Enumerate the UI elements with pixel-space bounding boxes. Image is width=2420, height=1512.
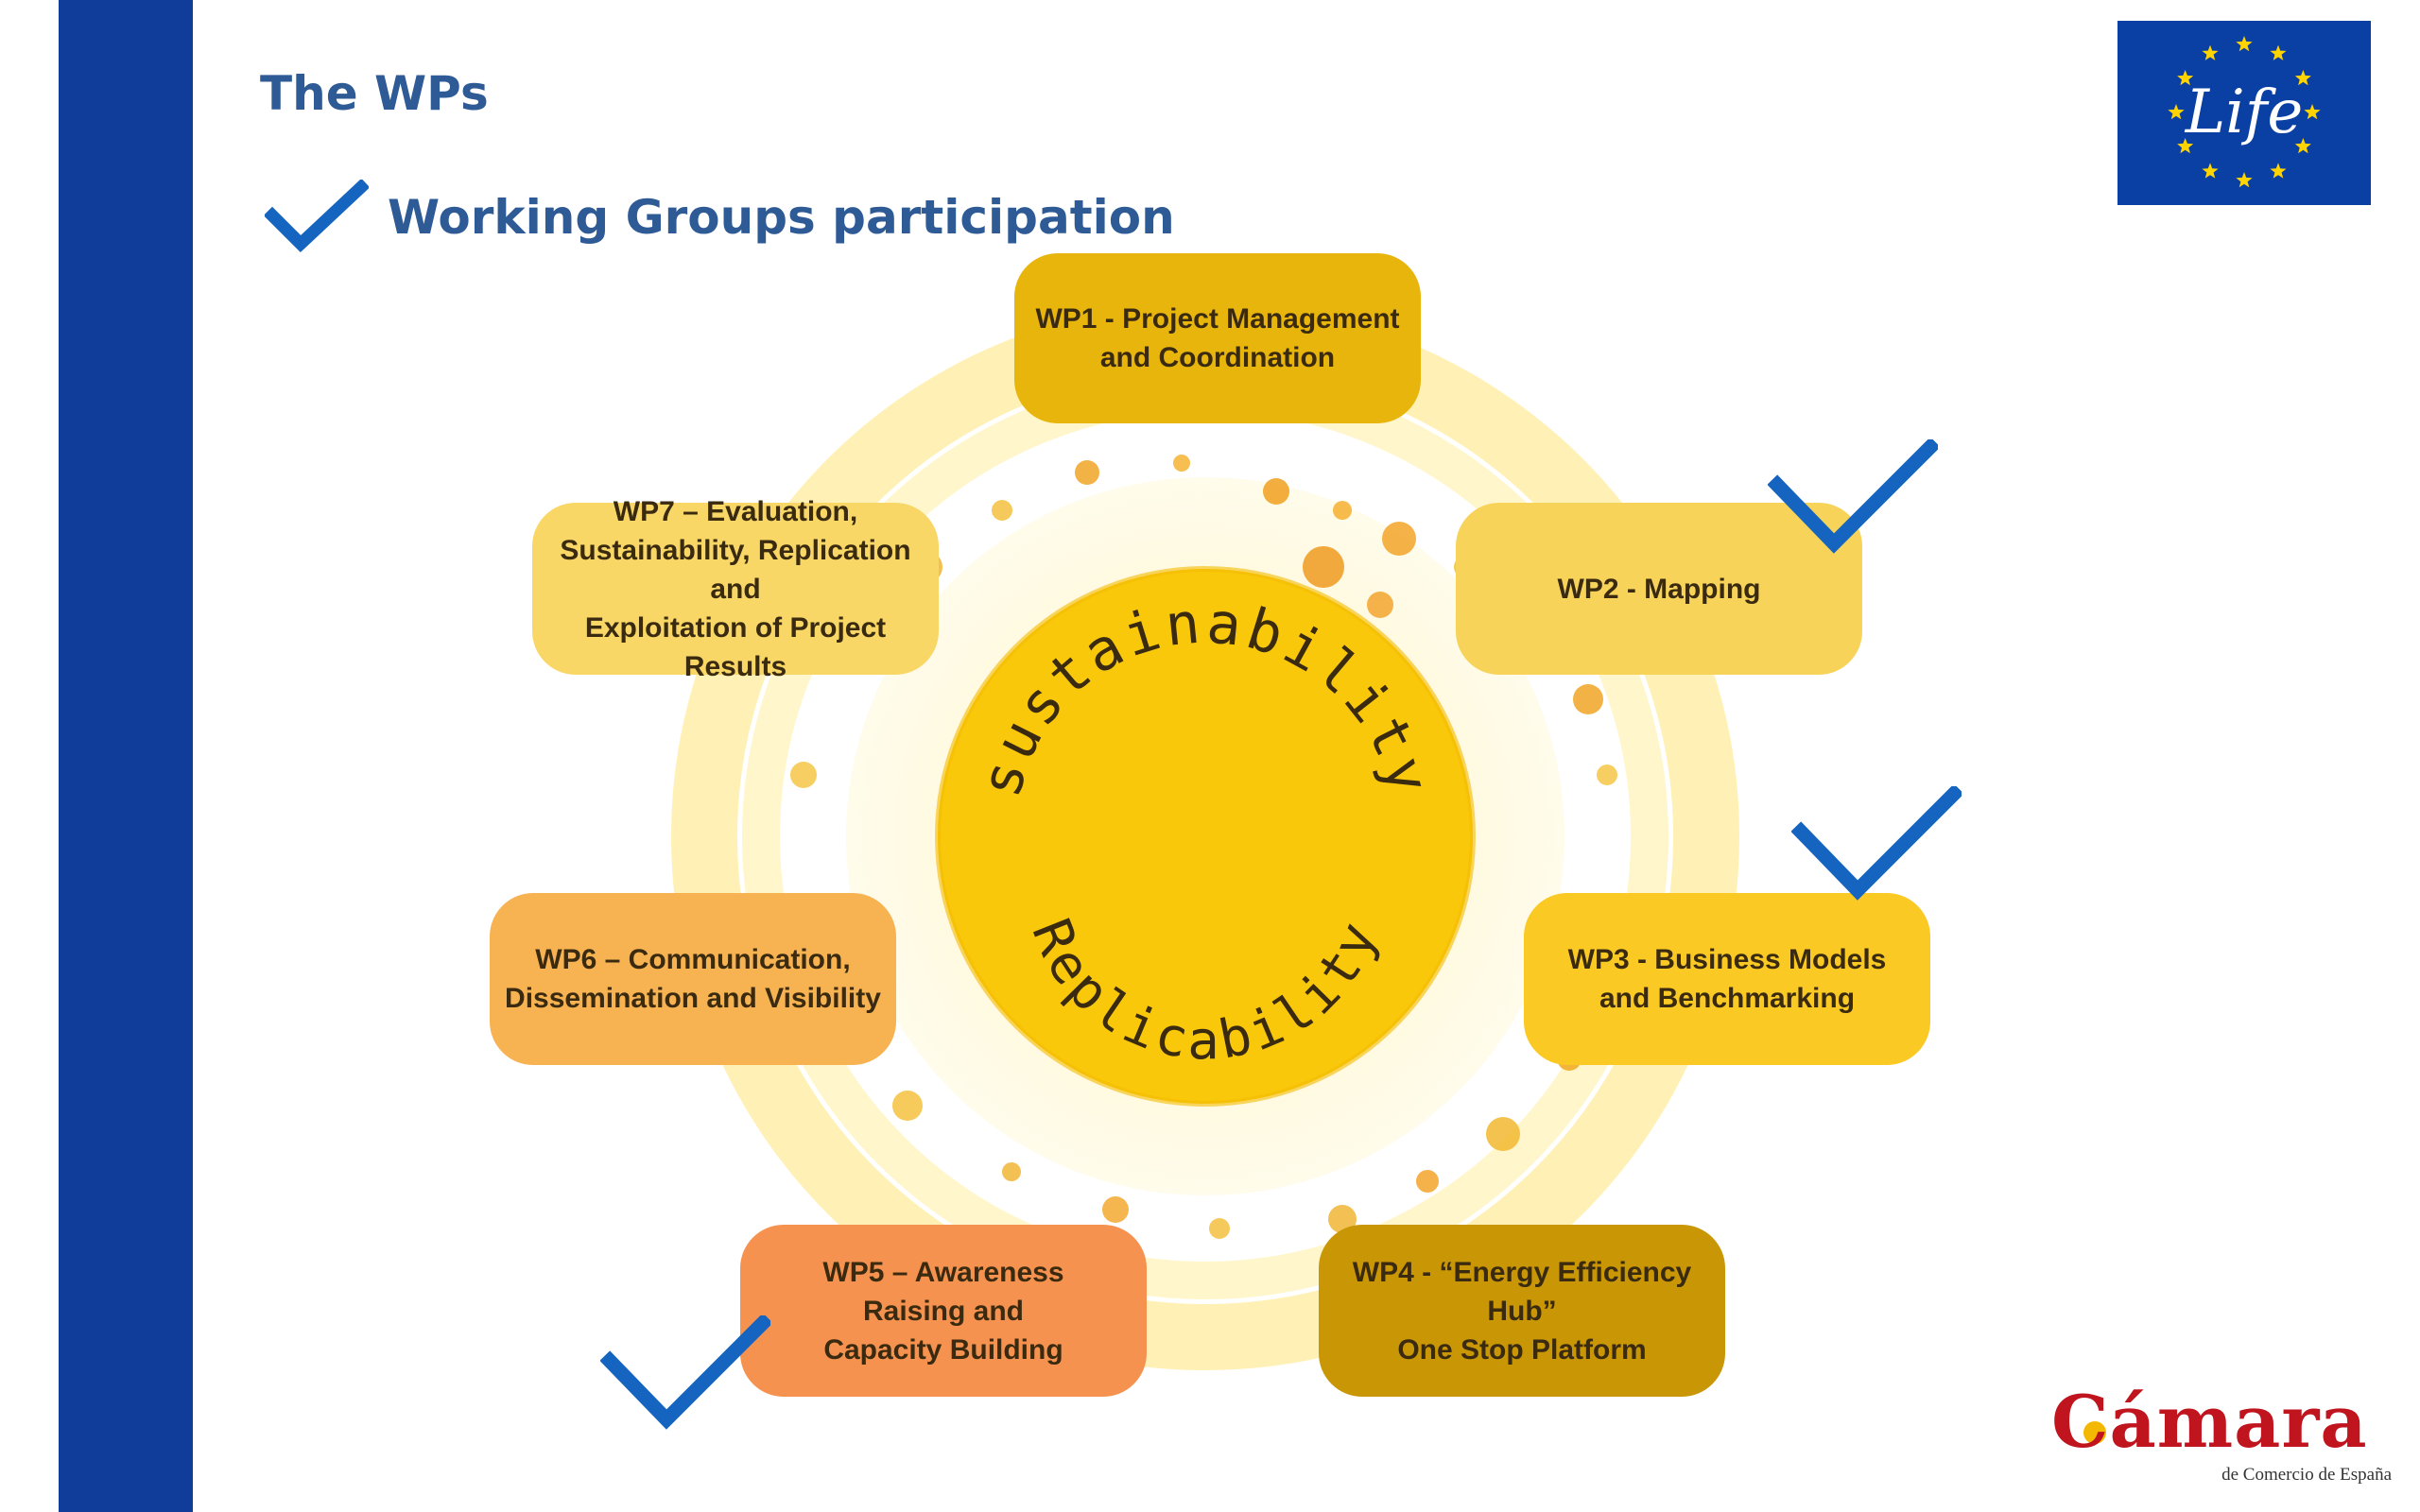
eu-star xyxy=(2294,70,2311,86)
wp1-label: WP1 - Project Management and Coordinatio… xyxy=(1035,303,1400,373)
wp6-box: WP6 – Communication, Dissemination and V… xyxy=(490,893,896,1065)
life-text: Life xyxy=(2185,77,2304,147)
wp2-box: WP2 - Mapping xyxy=(1456,503,1862,675)
wp5-label: WP5 – Awareness Raising and Capacity Bui… xyxy=(822,1256,1064,1366)
eu-star xyxy=(2177,70,2194,86)
camara-name: Cámara xyxy=(2051,1380,2368,1464)
eu-star xyxy=(2202,163,2219,179)
eu-life-logo: Life xyxy=(2118,21,2371,205)
eu-star xyxy=(2168,104,2185,120)
wp4-label: WP4 - “Energy Efficiency Hub” One Stop P… xyxy=(1352,1256,1692,1366)
eu-star xyxy=(2202,44,2219,60)
wp6-label: WP6 – Communication, Dissemination and V… xyxy=(505,944,881,1014)
camara-logo: Cámara de Comercio de España xyxy=(2051,1380,2392,1493)
eu-stars-icon xyxy=(2168,36,2321,188)
eu-star xyxy=(2236,172,2253,188)
slide-title: The WPs xyxy=(260,66,489,121)
wp3-box: WP3 - Business Models and Benchmarking xyxy=(1524,893,1930,1065)
wp3-label: WP3 - Business Models and Benchmarking xyxy=(1567,944,1887,1014)
wp2-label: WP2 - Mapping xyxy=(1557,573,1761,605)
eu-star xyxy=(2294,138,2311,154)
eu-star xyxy=(2270,44,2287,60)
eu-star xyxy=(2270,163,2287,179)
wp5-participation-check-icon xyxy=(600,1315,770,1438)
eu-star xyxy=(2304,104,2321,120)
wp1-box: WP1 - Project Management and Coordinatio… xyxy=(1014,253,1421,423)
wp7-box: WP7 – Evaluation, Sustainability, Replic… xyxy=(532,496,939,682)
wp3-participation-check-icon xyxy=(1791,786,1962,909)
eu-star xyxy=(2177,138,2194,154)
camara-swoosh-icon xyxy=(2083,1421,2106,1444)
wp2-participation-check-icon xyxy=(1768,439,1938,562)
wp4-box: WP4 - “Energy Efficiency Hub” One Stop P… xyxy=(1319,1225,1725,1397)
subtitle-row: Working Groups participation xyxy=(265,180,1175,255)
eu-star xyxy=(2236,36,2253,52)
wp5-box: WP5 – Awareness Raising and Capacity Bui… xyxy=(740,1225,1147,1397)
sidebar-bar xyxy=(59,0,193,1512)
subtitle: Working Groups participation xyxy=(388,190,1175,245)
camara-tagline: de Comercio de España xyxy=(2221,1465,2392,1485)
wp7-label: WP7 – Evaluation, Sustainability, Replic… xyxy=(560,495,911,682)
checkmark-icon xyxy=(265,180,369,255)
